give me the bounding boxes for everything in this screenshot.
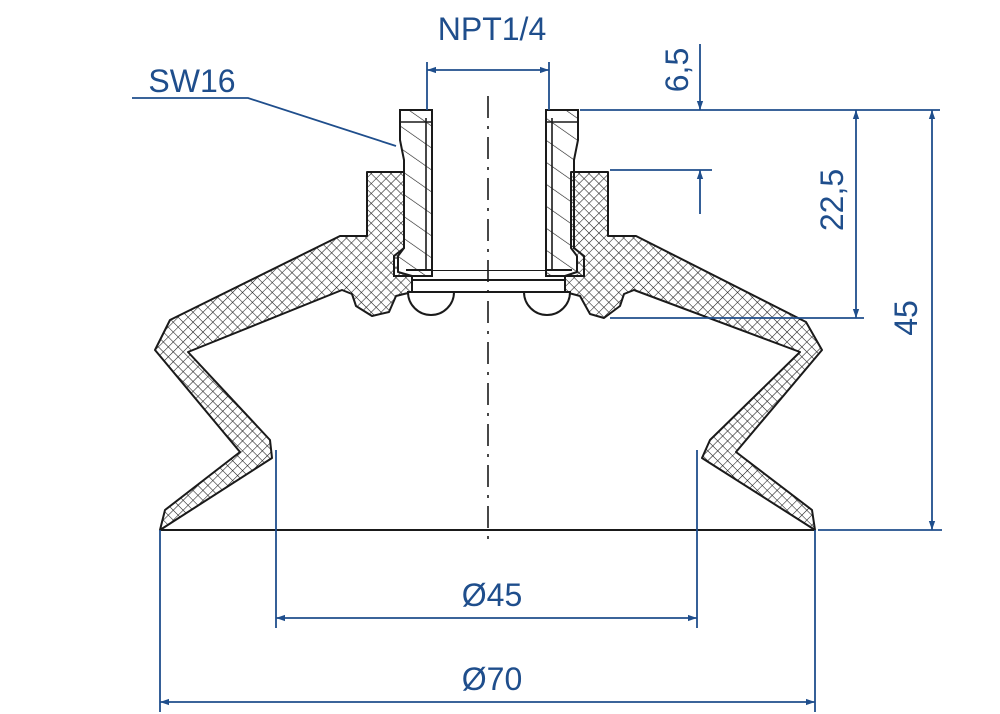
label-dim-middle: 22,5 xyxy=(814,169,850,231)
bore xyxy=(432,112,546,270)
bellows-right xyxy=(564,171,823,531)
filter-balls xyxy=(406,279,572,316)
threaded-insert xyxy=(393,109,585,277)
dimensions xyxy=(132,44,942,712)
label-thread: NPT1/4 xyxy=(438,11,546,47)
label-dim-top: 6,5 xyxy=(659,48,695,92)
label-dim-height: 45 xyxy=(888,300,924,336)
bellows-left xyxy=(154,171,413,531)
label-outer-diameter: Ø70 xyxy=(462,661,522,697)
label-wrench: SW16 xyxy=(148,63,235,99)
leader-wrench xyxy=(132,97,397,147)
label-inner-diameter: Ø45 xyxy=(462,577,522,613)
